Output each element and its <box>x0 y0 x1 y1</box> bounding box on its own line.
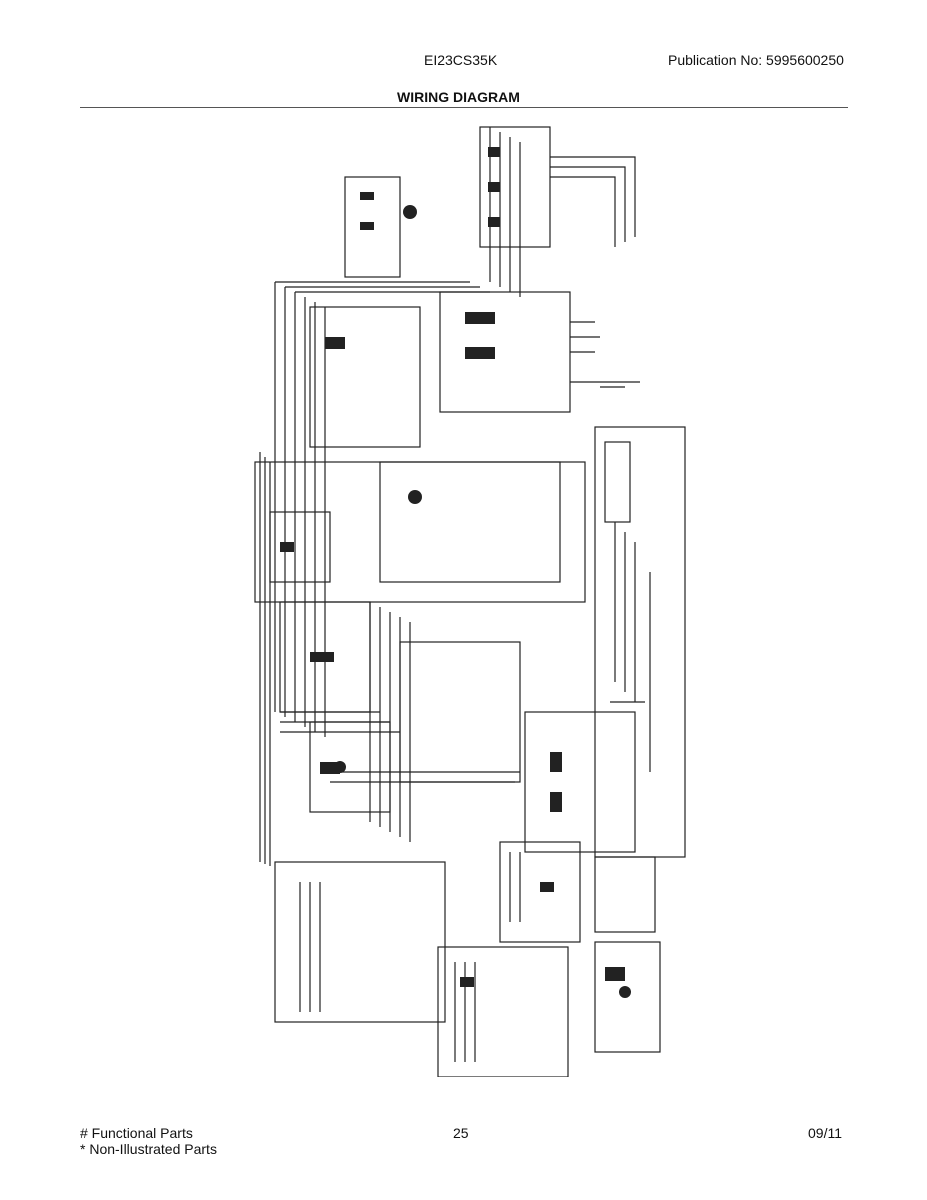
connector-5 <box>360 222 374 230</box>
display-module <box>604 441 631 523</box>
model-number: EI23CS35K <box>424 52 498 68</box>
connector-6 <box>465 312 495 324</box>
top-harness-block <box>479 126 551 248</box>
upper-left-module <box>309 306 421 448</box>
connector-11 <box>550 752 562 772</box>
center-component-area <box>379 461 561 583</box>
motor-symbol-4 <box>619 986 631 998</box>
right-strip-wires <box>610 522 651 772</box>
connector-1 <box>488 147 500 157</box>
left-terminal-block <box>269 511 331 583</box>
cabinet-harness <box>274 281 490 737</box>
connector-12 <box>550 792 562 812</box>
wiring-diagram <box>254 126 686 1077</box>
motor-symbol-3 <box>334 761 346 773</box>
connector-9 <box>280 542 294 552</box>
dispenser-board <box>524 711 636 853</box>
note-functional-parts: # Functional Parts <box>80 1125 193 1141</box>
bottom-wires <box>299 852 521 1062</box>
top-left-connector-block <box>344 176 401 278</box>
lower-center-panel <box>399 641 521 783</box>
connector-16 <box>460 977 474 987</box>
connector-8 <box>325 337 345 349</box>
note-non-illustrated-parts: * Non-Illustrated Parts <box>80 1141 217 1157</box>
footer-notes: # Functional Parts * Non-Illustrated Par… <box>80 1125 217 1157</box>
publication-number: Publication No: 5995600250 <box>668 52 844 68</box>
bottom-right-module-lower <box>594 941 661 1053</box>
connector-2 <box>488 182 500 192</box>
top-harness-lines <box>489 127 636 297</box>
page-title: WIRING DIAGRAM <box>397 89 520 105</box>
bottom-left-module <box>274 861 446 1023</box>
connector-4 <box>360 192 374 200</box>
connector-7 <box>465 347 495 359</box>
motor-symbol-2 <box>408 490 422 504</box>
connector-3 <box>488 217 500 227</box>
connector-15 <box>605 967 625 981</box>
motor-symbol-1 <box>403 205 417 219</box>
lower-harness <box>330 602 520 842</box>
connector-14 <box>540 882 554 892</box>
bottom-right-module-upper <box>594 856 656 933</box>
main-control-board <box>439 291 571 413</box>
revision-date: 09/11 <box>808 1125 842 1141</box>
connector-10 <box>310 652 334 662</box>
page-number: 25 <box>453 1125 469 1141</box>
left-ladder-wires <box>259 452 400 866</box>
bottom-mid-module <box>499 841 581 943</box>
bottom-center-module <box>437 946 569 1077</box>
right-electronic-strip <box>594 426 686 858</box>
right-upper-wires <box>570 321 640 388</box>
header-divider <box>80 107 848 108</box>
